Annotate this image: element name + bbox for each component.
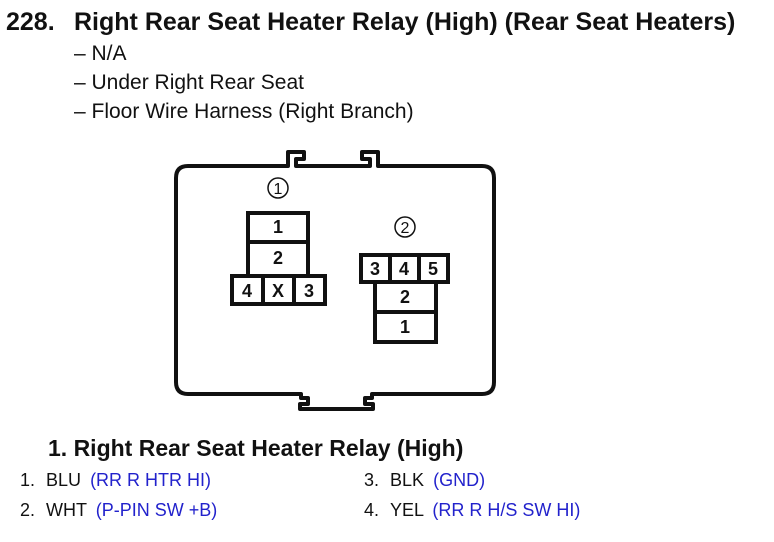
wire-color: YEL (390, 500, 424, 520)
pin-row-1: 1. BLU (RR R HTR HI) (20, 470, 211, 491)
connector-1-pin-3-label: 3 (304, 281, 314, 301)
pin-row-4: 4. YEL (RR R H/S SW HI) (364, 500, 580, 521)
connector-2-circle-icon (394, 216, 416, 238)
pin-number: 3. (364, 470, 380, 490)
connector-1-cavity-3 (292, 274, 327, 306)
page-number: 228. (6, 8, 55, 36)
connector-2-pin-2-label: 2 (400, 287, 410, 307)
connector-2-pin-5-label: 5 (428, 259, 438, 279)
info-line-location: – Under Right Rear Seat (74, 71, 304, 94)
pin-number: 4. (364, 500, 380, 520)
circuit-name: (P-PIN SW +B) (95, 500, 218, 520)
wire-color: WHT (46, 500, 87, 520)
info-line-harness: – Floor Wire Harness (Right Branch) (74, 100, 414, 123)
section-heading: 1. Right Rear Seat Heater Relay (High) (48, 435, 464, 461)
pin-row-3: 3. BLK (GND) (364, 470, 485, 491)
pin-row-2: 2. WHT (P-PIN SW +B) (20, 500, 217, 521)
connector-1-pin-4-label: 4 (242, 281, 252, 301)
connector-2-pin-1-label: 1 (400, 317, 410, 337)
circuit-name: (RR R H/S SW HI) (432, 500, 581, 520)
circuit-name: (GND) (433, 470, 486, 490)
connector-1-pin-2-label: 2 (273, 248, 283, 268)
circuit-name: (RR R HTR HI) (90, 470, 212, 490)
connector-2-label: 2 (401, 220, 410, 237)
connector-1-pin-x-label: X (272, 281, 284, 301)
connector-1-pin-1-label: 1 (273, 217, 283, 237)
connector-2 (359, 253, 450, 344)
page-title: Right Rear Seat Heater Relay (High) (Rea… (74, 8, 736, 36)
wire-color: BLK (390, 470, 425, 490)
connector-2-pin-4-label: 4 (399, 259, 409, 279)
info-line-location-note: – N/A (74, 42, 127, 65)
wire-color: BLU (46, 470, 82, 490)
pin-number: 1. (20, 470, 36, 490)
pin-number: 2. (20, 500, 36, 520)
connector-1 (230, 211, 327, 306)
connector-2-pin-3-label: 3 (370, 259, 380, 279)
connector-2-cavity-1 (373, 310, 438, 344)
connector-housing-outline (174, 150, 496, 411)
connector-1-label: 1 (274, 181, 283, 198)
connector-1-circle-icon (267, 177, 289, 199)
